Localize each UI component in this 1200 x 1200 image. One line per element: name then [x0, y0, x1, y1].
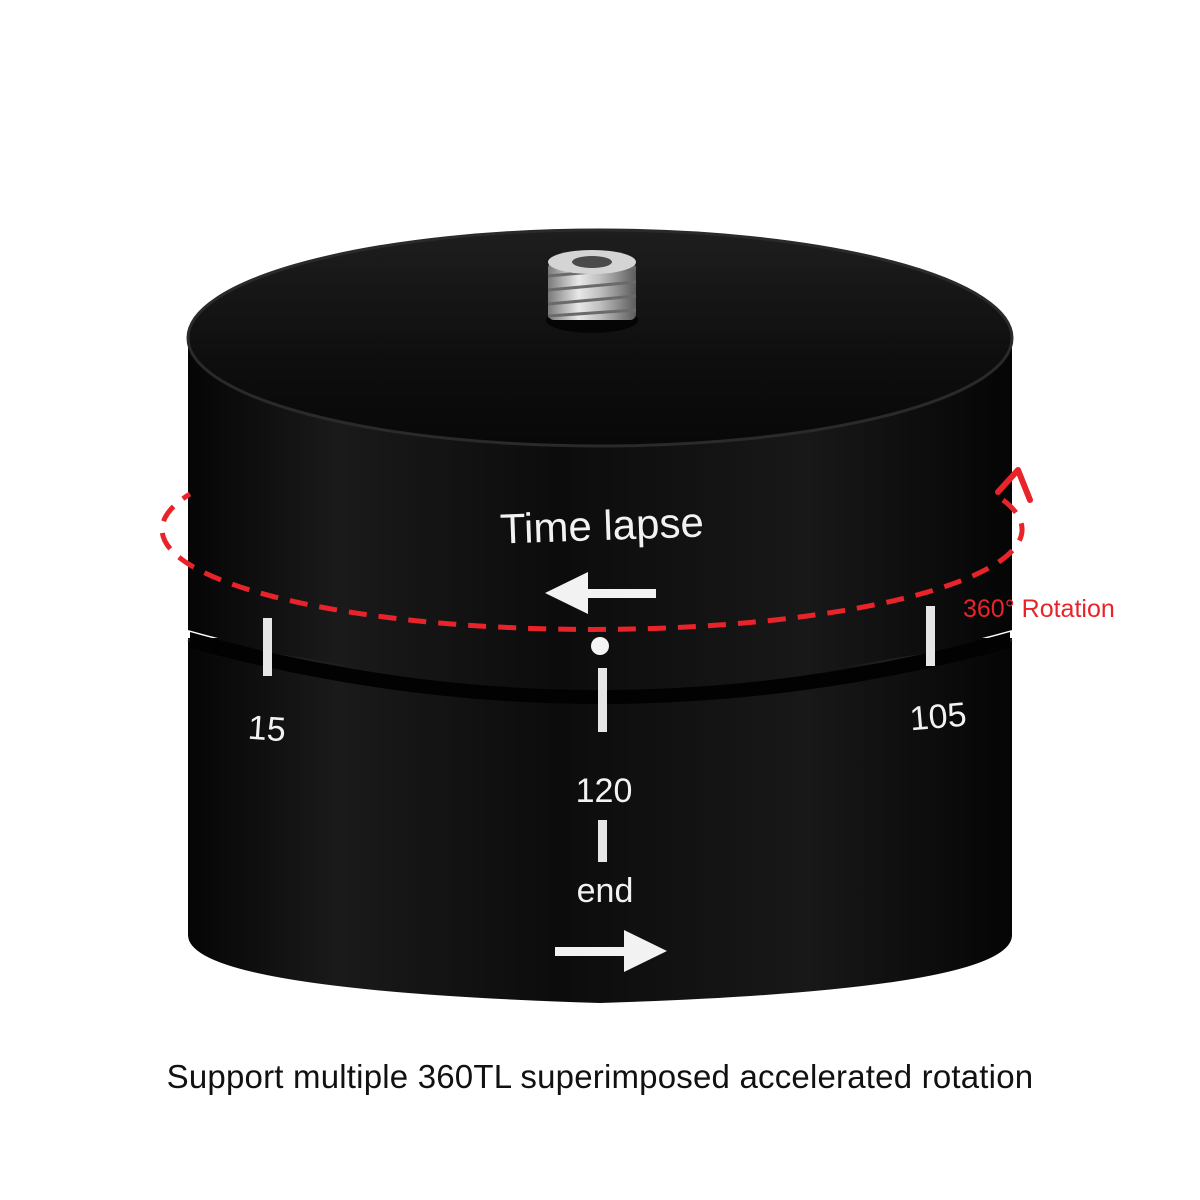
indicator-dot	[591, 637, 609, 655]
caption: Support multiple 360TL superimposed acce…	[166, 1058, 1034, 1095]
tick-mark-left	[263, 618, 272, 676]
time-lapse-label: Time lapse	[499, 498, 704, 552]
rotation-annotation	[159, 491, 1025, 632]
scale-label-120: 120	[576, 772, 633, 810]
tick-mark-right	[926, 606, 935, 666]
tick-mark-center	[598, 668, 607, 732]
upper-body	[186, 228, 1014, 688]
ring-seam	[190, 632, 1010, 704]
arrow-right-icon	[555, 930, 667, 972]
screw-icon	[546, 250, 638, 333]
rotation-arrow-icon	[995, 467, 1033, 503]
scale-label-105: 105	[908, 696, 968, 739]
rotation-label: 360° Rotation	[963, 595, 1115, 623]
scale-label-end: end	[577, 872, 634, 910]
tick-mark-end	[598, 820, 607, 862]
arrow-left-icon	[545, 572, 656, 614]
scale-label-15: 15	[247, 709, 287, 750]
